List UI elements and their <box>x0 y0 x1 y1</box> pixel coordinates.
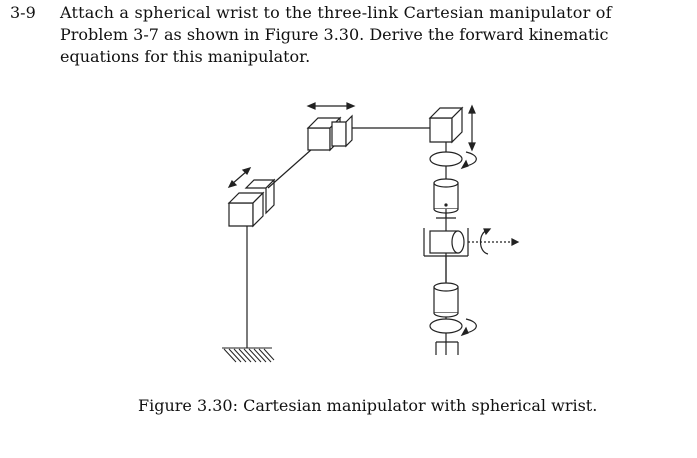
joint-2-arrow <box>306 102 356 110</box>
diagonal-link <box>267 148 313 189</box>
problem-line-1: Attach a spherical wrist to the three-li… <box>60 3 612 22</box>
joint-1-arrow <box>227 167 252 188</box>
joint-2-sleeve <box>331 114 353 148</box>
joint-3-cube <box>428 106 464 144</box>
wrist-cylinder-2 <box>433 282 459 318</box>
wrist-pitch <box>423 228 520 257</box>
wrist-roll-1 <box>429 151 477 170</box>
figure-caption: Figure 3.30: Cartesian manipulator with … <box>138 396 598 415</box>
wrist-roll-2 <box>429 318 477 337</box>
joint-1-cube <box>227 191 265 228</box>
joint-1-sleeve <box>244 178 276 215</box>
ground-hatch <box>222 347 275 363</box>
problem-line-2: Problem 3-7 as shown in Figure 3.30. Der… <box>60 25 609 44</box>
problem-number: 3-9 <box>10 3 36 22</box>
joint-3-arrow <box>468 104 476 152</box>
problem-line-3: equations for this manipulator. <box>60 47 311 66</box>
gripper <box>435 341 459 355</box>
wrist-cylinder-1 <box>433 178 459 214</box>
